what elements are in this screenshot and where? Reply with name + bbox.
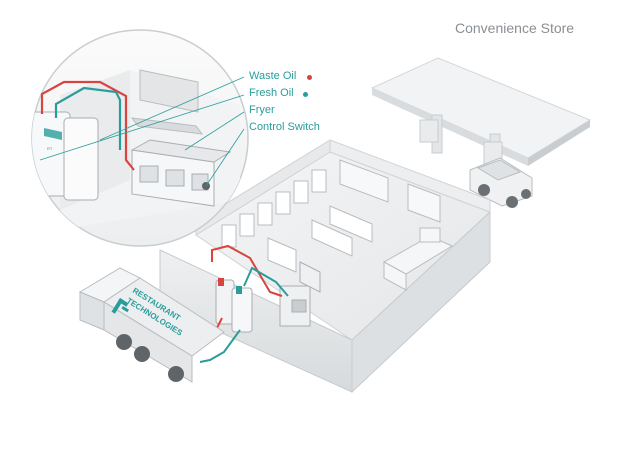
callout-lines bbox=[39, 76, 245, 187]
oil-piping-detail bbox=[40, 80, 135, 171]
legend-fresh-oil: Fresh Oil bbox=[249, 87, 294, 99]
svg-text:RT: RT bbox=[47, 146, 53, 151]
kitchen-equipment bbox=[279, 261, 321, 327]
store-building bbox=[159, 139, 491, 394]
page-title: Convenience Store bbox=[455, 20, 575, 36]
legend-fryer: Fryer bbox=[249, 104, 275, 116]
waste-oil-dot-icon bbox=[307, 75, 312, 80]
oil-tanks bbox=[215, 278, 253, 333]
legend-waste-oil: Waste Oil bbox=[249, 70, 297, 82]
wall-shelves bbox=[221, 169, 327, 248]
cooler-cases bbox=[339, 159, 441, 223]
parked-car bbox=[469, 157, 533, 208]
tanker-truck: RESTAURANT TECHNOLOGIES bbox=[78, 267, 225, 383]
gas-station-canopy bbox=[370, 57, 592, 169]
center-shelving bbox=[267, 205, 373, 273]
service-counter bbox=[382, 227, 454, 291]
truck-logo bbox=[111, 298, 129, 314]
fresh-oil-dot-icon bbox=[303, 92, 308, 97]
kitchen-detail-circle: RT bbox=[31, 29, 249, 247]
legend-control-switch: Control Switch bbox=[249, 121, 320, 133]
